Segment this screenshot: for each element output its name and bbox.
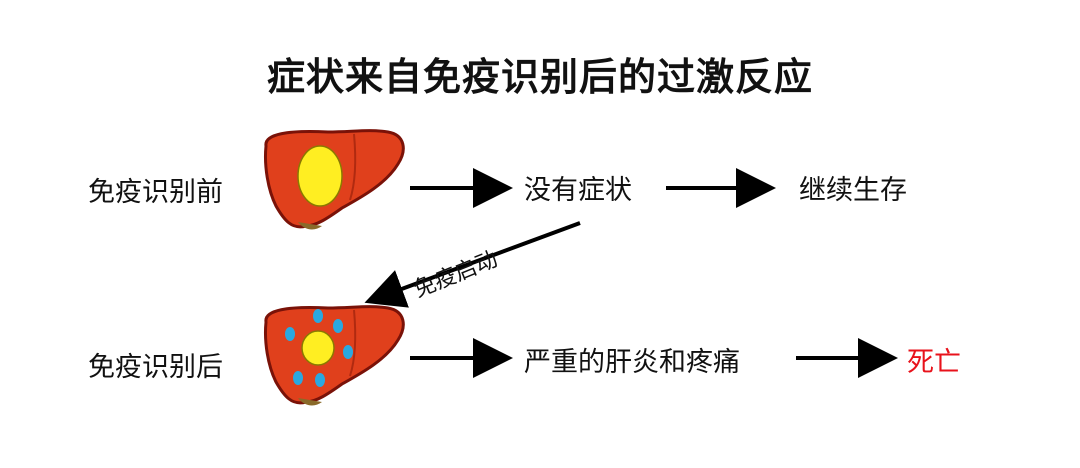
severe-hepatitis-label: 严重的肝炎和疼痛 <box>524 347 740 378</box>
liver-nucleus <box>297 145 343 207</box>
immune-cell <box>343 345 353 359</box>
liver-nucleus <box>301 330 335 366</box>
diagram-title: 症状来自免疫识别后的过激反应 <box>266 55 813 99</box>
immune-cell <box>315 373 325 387</box>
arrow-immune-trigger <box>364 221 581 308</box>
continue-survive-label: 继续生存 <box>799 175 907 206</box>
no-symptom-label: 没有症状 <box>524 175 632 206</box>
immune-cell <box>293 371 303 385</box>
immune-cell <box>313 309 323 323</box>
immune-cell <box>333 319 343 333</box>
death-label: 死亡 <box>907 347 961 378</box>
liver-before-icon <box>264 129 405 230</box>
before-recognition-label: 免疫识别前 <box>88 177 223 208</box>
immune-cell <box>285 327 295 341</box>
liver-after-icon <box>264 305 405 406</box>
after-recognition-label: 免疫识别后 <box>88 352 223 383</box>
